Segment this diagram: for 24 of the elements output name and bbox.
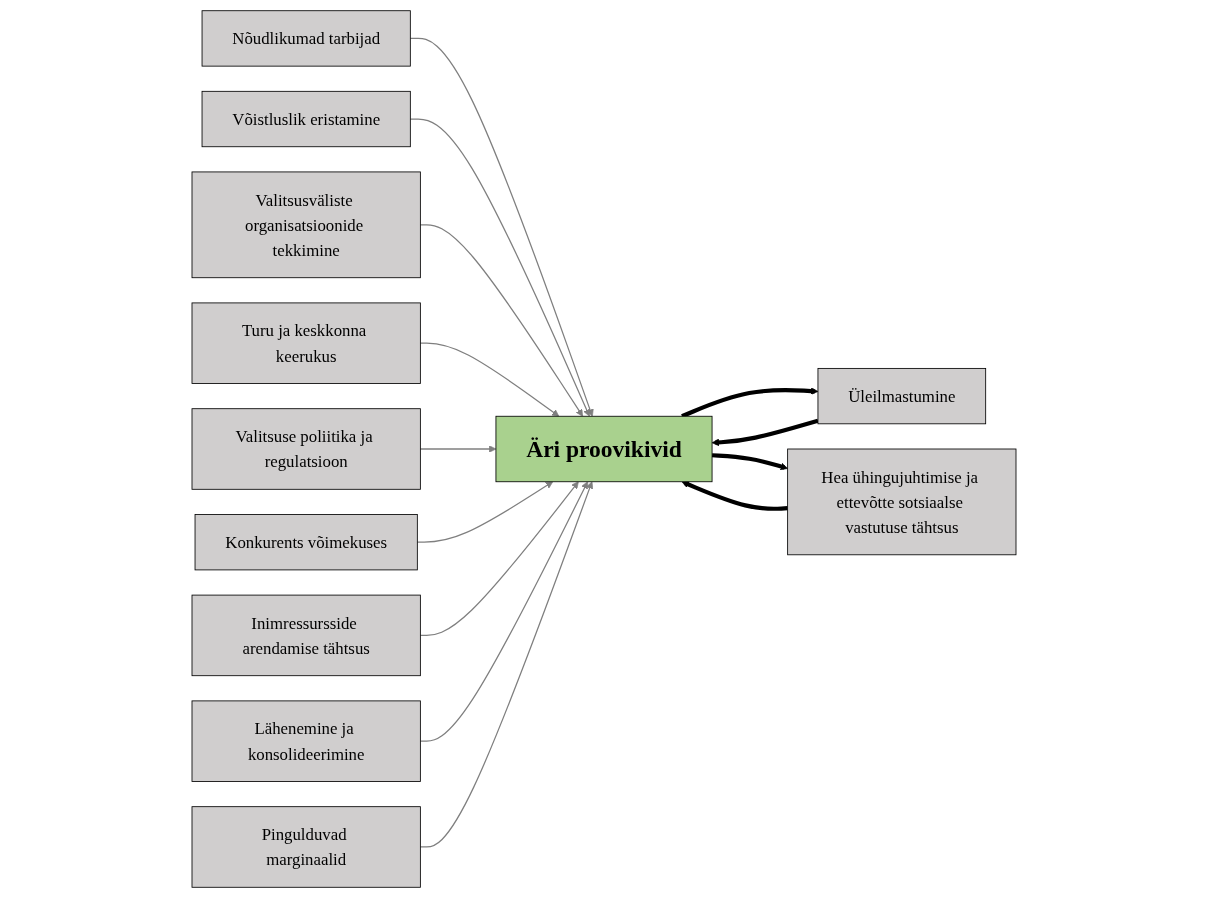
- arrow: [419, 480, 594, 848]
- node-box: Hea ühingujuhtimise ja ettevõtte sotsiaalse vastutuse tähtsus: [787, 448, 1017, 555]
- node-box: Nõudlikumad tarbijad: [201, 9, 411, 67]
- node-box: Turu ja keskkonna keerukus: [191, 302, 421, 384]
- node-box: Lähenemine ja konsolideerimine: [191, 699, 421, 782]
- arrow: [409, 117, 591, 417]
- arrow: [419, 480, 588, 742]
- node-box: Konkurents võimekuses: [194, 513, 418, 570]
- arrow: [681, 480, 788, 511]
- arrow: [711, 452, 788, 470]
- node-box: Äri proovikivid: [495, 415, 713, 482]
- node-box: Võistluslik eristamine: [201, 90, 411, 147]
- node-box: Inimressursside arendamise tähtsus: [191, 594, 421, 676]
- arrow: [419, 223, 584, 417]
- node-box: Valitsuse poliitika ja regulatsioon: [191, 407, 421, 490]
- arrow: [419, 480, 579, 636]
- arrow: [416, 480, 554, 543]
- arrow: [711, 418, 819, 446]
- node-box: Üleilmastumine: [817, 367, 987, 424]
- node-box: Valitsusväliste organisatsioonide tekkimine: [191, 171, 421, 278]
- arrow: [419, 342, 560, 417]
- arrow: [409, 37, 594, 417]
- arrow: [419, 444, 497, 453]
- node-box: Pingulduvad marginaalid: [191, 805, 421, 888]
